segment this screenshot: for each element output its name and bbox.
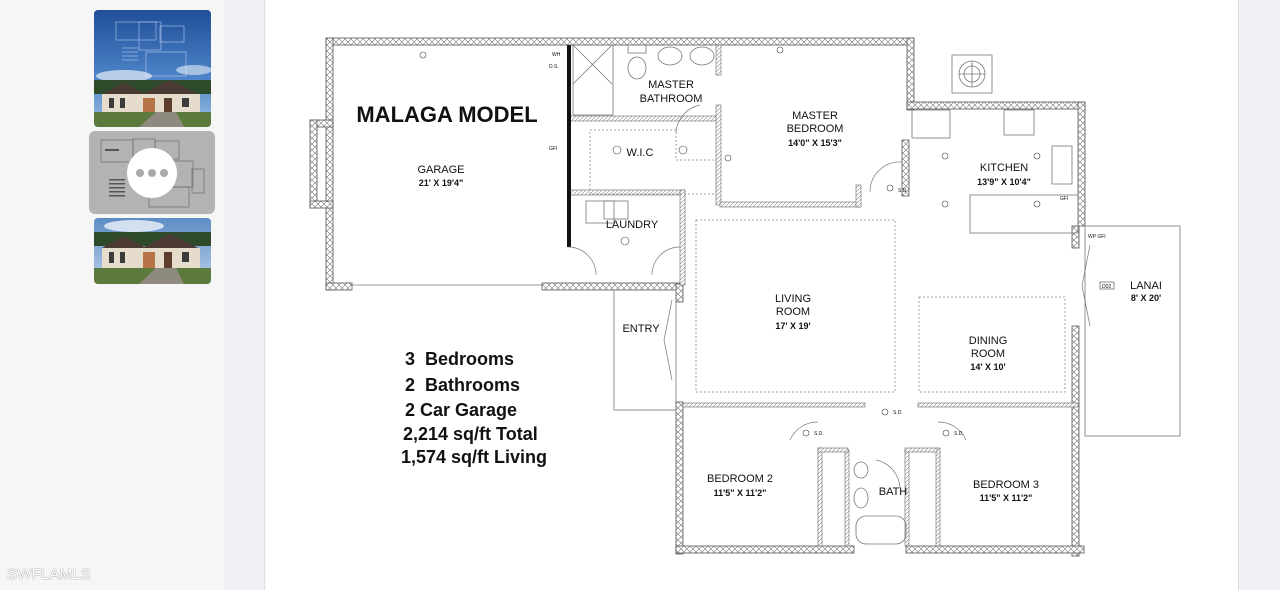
plan-title: MALAGA MODEL (356, 102, 537, 127)
dining-size: 14' X 10' (970, 362, 1005, 372)
exterior-walls (309, 37, 1086, 557)
bedroom2-size: 11'5" X 11'2" (714, 488, 767, 498)
smoke-detector-label: S.D. (814, 431, 824, 437)
master-bath-label-1: MASTER (648, 79, 694, 91)
interior-walls (569, 44, 1079, 547)
master-bed-label-2: BEDROOM (787, 123, 844, 135)
garage-firewall (567, 45, 571, 247)
master-bath-label-2: BATHROOM (640, 93, 703, 105)
ds-label: D.S. (549, 64, 559, 70)
entry-label: ENTRY (622, 323, 660, 335)
bath-label: BATH (879, 486, 908, 498)
right-gutter (1238, 0, 1280, 590)
summary-bedrooms: 3 Bedrooms (405, 349, 514, 369)
door-code-label: D02 (1102, 284, 1111, 290)
exterior-blueprint-image (94, 10, 211, 127)
bedroom3-label: BEDROOM 3 (973, 479, 1039, 491)
dot-icon (148, 169, 156, 177)
dot-icon (160, 169, 168, 177)
thumbnail-sidebar: SWFLAMLS (0, 0, 224, 590)
thumbnail-exterior[interactable] (94, 218, 211, 284)
smoke-detector-label: S.D. (898, 188, 908, 194)
wp-gfi-label: WP GFI (1088, 234, 1106, 240)
smoke-detector-label: S.D. (954, 431, 964, 437)
plan-summary: 3 Bedrooms 2 Bathrooms 2 Car Garage 2,21… (401, 349, 547, 467)
lanai-label: LANAI (1130, 280, 1162, 292)
living-label-1: LIVING (775, 293, 811, 305)
summary-living-sqft: 1,574 sq/ft Living (401, 447, 547, 467)
garage-label: GARAGE (417, 164, 464, 176)
floor-plan-image: MALAGA MODEL GARAGE 21' X 19'4" MASTER B… (309, 37, 1181, 557)
dining-label-2: ROOM (971, 348, 1005, 360)
bedroom2-label: BEDROOM 2 (707, 473, 773, 485)
kitchen-label: KITCHEN (980, 162, 1028, 174)
smoke-detector-label: S.D. (893, 410, 903, 416)
summary-total-sqft: 2,214 sq/ft Total (403, 424, 538, 444)
more-options-button[interactable] (127, 148, 177, 198)
gfi-label: GFI (1060, 196, 1068, 202)
thumbnail-exterior-blueprint[interactable] (94, 10, 211, 127)
left-gutter (224, 0, 265, 590)
living-label-2: ROOM (776, 306, 810, 318)
wh-label: WH (552, 52, 561, 58)
gfi-label: GFI (549, 146, 557, 152)
dining-label-1: DINING (969, 335, 1008, 347)
wic-label: W.I.C (627, 147, 654, 159)
living-size: 17' X 19' (775, 321, 810, 331)
laundry-label: LAUNDRY (606, 219, 659, 231)
exterior-image (94, 218, 211, 284)
master-bed-size: 14'0" X 15'3" (788, 138, 842, 148)
dot-icon (136, 169, 144, 177)
master-bed-label-1: MASTER (792, 110, 838, 122)
thumbnail-floorplan-selected[interactable] (89, 131, 215, 214)
mls-watermark: SWFLAMLS (7, 566, 92, 583)
lanai-size: 8' X 20' (1131, 293, 1161, 303)
bedroom3-size: 11'5" X 11'2" (980, 493, 1033, 503)
summary-bathrooms: 2 Bathrooms (405, 375, 520, 395)
garage-size: 21' X 19'4" (419, 178, 464, 188)
summary-garage: 2 Car Garage (405, 400, 517, 420)
main-image-canvas: MALAGA MODEL GARAGE 21' X 19'4" MASTER B… (266, 0, 1238, 590)
kitchen-size: 13'9" X 10'4" (977, 177, 1031, 187)
